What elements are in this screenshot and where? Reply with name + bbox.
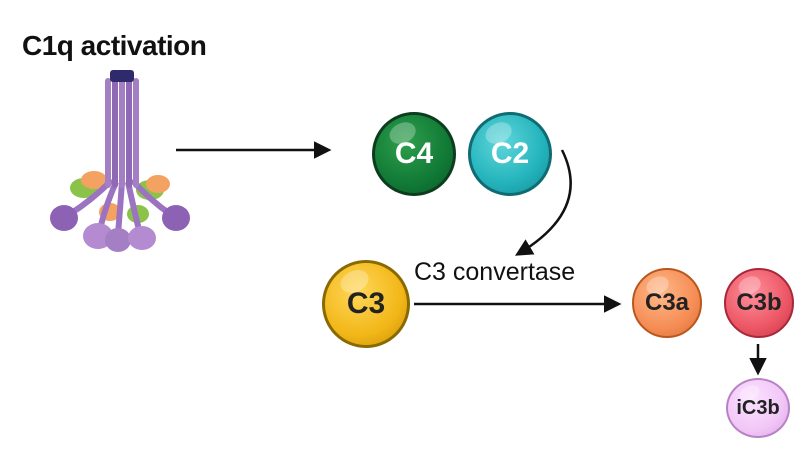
c3a-node: C3a [632, 268, 702, 338]
c3-node: C3 [322, 260, 410, 348]
c2-node: C2 [468, 112, 552, 196]
convertase-label: C3 convertase [414, 258, 576, 286]
c3-label: C3 [346, 287, 386, 320]
ic3b-node: iC3b [726, 378, 790, 438]
diagram-title: C1q activation [22, 30, 207, 61]
c3b-label: C3b [736, 289, 782, 316]
c1q-protein-icon [50, 70, 190, 252]
c4-node: C4 [372, 112, 456, 196]
ic3b-label: iC3b [736, 396, 780, 419]
c2-label: C2 [490, 137, 530, 170]
c4-label: C4 [394, 137, 434, 170]
c3b-node: C3b [724, 268, 794, 338]
c3a-label: C3a [644, 289, 690, 316]
c2-to-convertase-arrow [514, 149, 572, 256]
